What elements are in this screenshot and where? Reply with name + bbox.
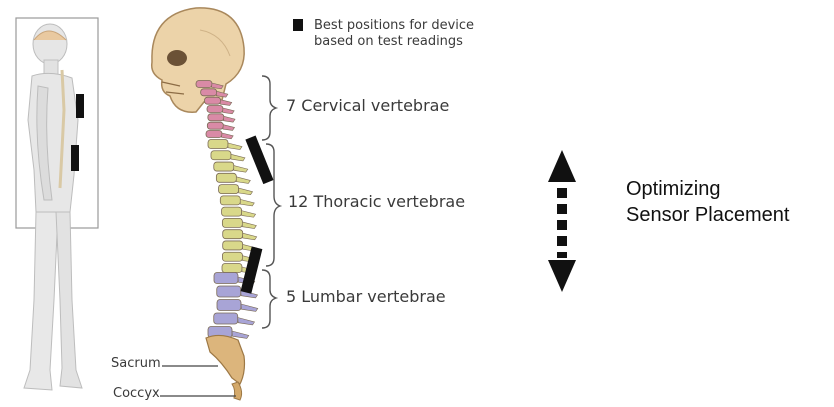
body-device-marker-upper — [76, 94, 84, 118]
thoracic-vertebra-process — [243, 233, 257, 240]
cervical-vertebrae — [196, 81, 235, 139]
cervical-vertebra-body — [207, 122, 223, 129]
cervical-label: 7 Cervical vertebrae — [286, 96, 449, 115]
lumbar-vertebra-body — [217, 286, 241, 297]
cervical-vertebra-body — [196, 81, 212, 88]
thoracic-vertebra-process — [231, 154, 245, 161]
cervical-vertebra-process — [220, 100, 232, 106]
thoracic-label: 12 Thoracic vertebrae — [288, 192, 465, 211]
lumbar-vertebra-body — [217, 300, 241, 311]
thoracic-brace — [266, 144, 280, 266]
double-dashed-arrow-icon — [548, 150, 576, 292]
legend-text-line2: based on test readings — [314, 34, 474, 50]
thoracic-vertebra-body — [222, 218, 242, 227]
legend-text-line1: Best positions for device — [314, 18, 474, 34]
thoracic-vertebra-body — [220, 196, 240, 205]
cervical-vertebra-body — [208, 114, 224, 121]
thoracic-vertebra-process — [242, 211, 256, 218]
sacrum-label: Sacrum — [111, 356, 161, 371]
legend-text: Best positions for device based on test … — [314, 18, 474, 50]
cervical-vertebra-body — [201, 89, 217, 96]
lumbar-brace — [262, 270, 276, 328]
thoracic-vertebra-process — [242, 222, 256, 229]
thoracic-vertebra-body — [214, 162, 234, 171]
cervical-vertebra-process — [223, 125, 235, 131]
thoracic-vertebra-body — [216, 173, 236, 182]
body-head — [33, 24, 67, 64]
thoracic-vertebra-body — [223, 230, 243, 239]
body-device-marker-lower — [71, 145, 79, 171]
device-marker-icon — [293, 19, 303, 31]
cervical-vertebra-process — [222, 133, 234, 139]
thoracic-vertebra-process — [234, 166, 248, 173]
cervical-vertebra-process — [223, 116, 235, 122]
side-text-line2: Sensor Placement — [626, 202, 789, 228]
lumbar-vertebra-process — [238, 318, 255, 325]
lumbar-vertebra-process — [241, 304, 258, 311]
cervical-vertebra-body — [207, 106, 223, 113]
thoracic-vertebra-body — [222, 264, 242, 273]
skull — [152, 8, 244, 112]
thoracic-vertebra-body — [222, 207, 242, 216]
thoracic-vertebra-body — [222, 252, 242, 261]
thoracic-vertebra-body — [223, 241, 243, 250]
thoracic-vertebra-process — [236, 177, 250, 184]
spine-device-marker-upper — [245, 135, 273, 184]
cervical-vertebra-process — [223, 108, 235, 114]
side-text: Optimizing Sensor Placement — [626, 176, 789, 228]
thoracic-vertebra-body — [208, 140, 228, 149]
body-legs — [24, 212, 58, 390]
cervical-brace — [262, 76, 276, 140]
body-torso — [28, 73, 78, 212]
lumbar-vertebra-process — [232, 331, 249, 338]
side-text-line1: Optimizing — [626, 176, 789, 202]
sacrum-bone — [206, 335, 245, 384]
lumbar-label: 5 Lumbar vertebrae — [286, 287, 446, 306]
thoracic-vertebra-process — [239, 188, 253, 195]
sacrum-coccyx — [206, 335, 245, 400]
thoracic-vertebrae — [208, 140, 257, 274]
thoracic-vertebra-process — [228, 143, 242, 150]
cervical-vertebra-body — [206, 131, 222, 138]
lumbar-vertebra-body — [214, 273, 238, 284]
cervical-vertebra-body — [205, 97, 221, 104]
thoracic-vertebra-process — [240, 199, 254, 206]
lumbar-vertebra-body — [214, 313, 238, 324]
thoracic-vertebra-body — [219, 185, 239, 194]
thoracic-vertebra-body — [211, 151, 231, 160]
coccyx-label: Coccyx — [113, 386, 160, 401]
body-figure — [16, 18, 98, 390]
